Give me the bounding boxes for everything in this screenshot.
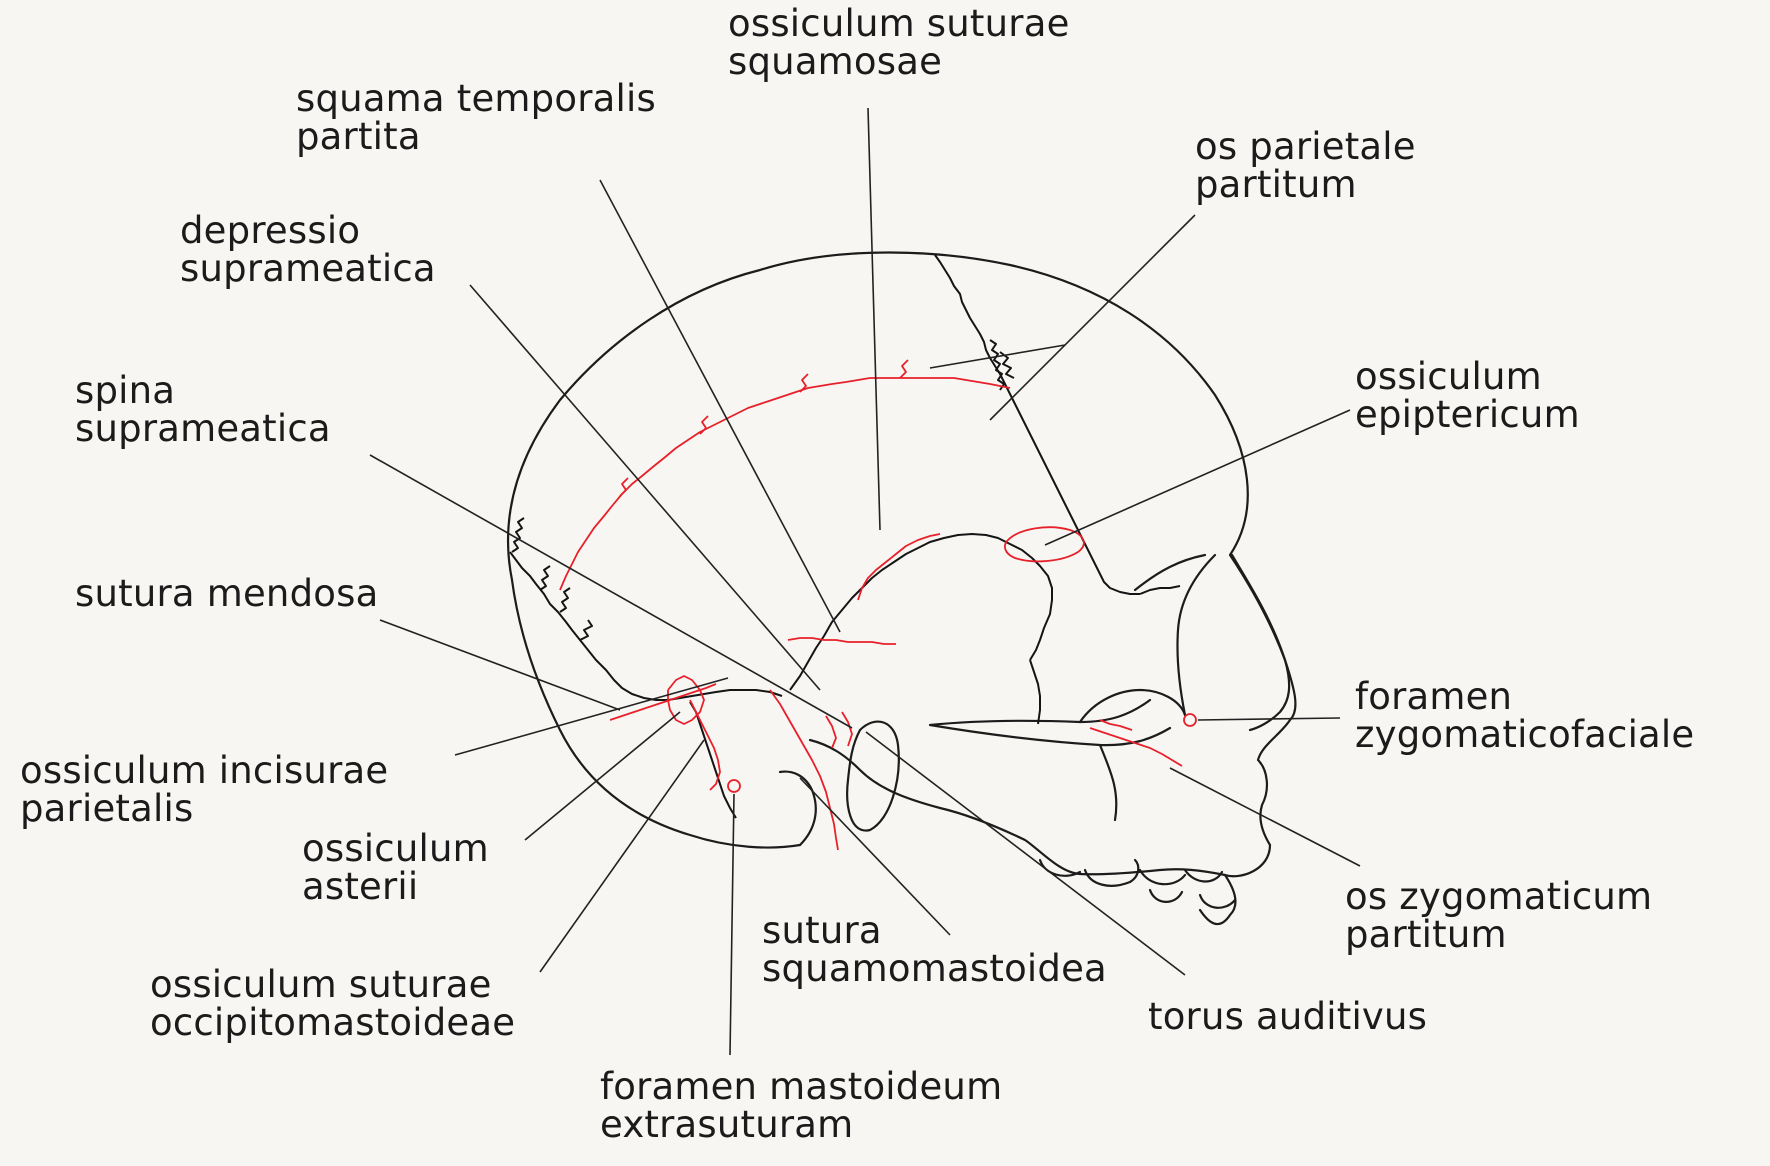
leader-ossiculum-asterii: [525, 712, 680, 840]
leader-spina-suprameatica: [370, 455, 852, 728]
label-sutura-squamomastoidea: sutura squamomastoidea: [762, 912, 1107, 988]
squama-partition-line: [788, 638, 896, 644]
leader-squama-temporalis-partita: [600, 180, 840, 632]
label-spina-suprameatica: spina suprameatica: [75, 372, 331, 448]
leader-foramen-mastoideum: [730, 794, 734, 1055]
label-sutura-mendosa: sutura mendosa: [75, 575, 378, 613]
coronal-suture: [935, 255, 1140, 594]
leader-ossiculum-incisurae-parietalis: [455, 678, 728, 755]
lambdoid-suture: [510, 552, 782, 700]
orbit-outline: [1177, 555, 1215, 715]
zygomatic-body-outline: [1080, 690, 1185, 820]
label-ossiculum-suturae-squamosae: ossiculum suturae squamosae: [728, 5, 1070, 81]
leader-sutura-mendosa: [380, 620, 620, 710]
label-foramen-zygomaticofaciale: foramen zygomaticofaciale: [1355, 678, 1694, 754]
label-ossiculum-incisurae-parietalis: ossiculum incisurae parietalis: [20, 752, 388, 828]
label-ossiculum-suturae-occipitomastoideae: ossiculum suturae occipitomastoideae: [150, 966, 515, 1042]
nasal-outline: [1232, 555, 1289, 730]
occipitomastoid-ossicle: [690, 700, 720, 790]
leader-ossiculum-suturae-occipitomastoideae: [540, 740, 704, 972]
frontal-process-outline: [1135, 555, 1205, 590]
torus-auditivus-mark: [842, 712, 852, 746]
zygomatic-arch-outline: [930, 700, 1170, 745]
leader-ossiculum-suturae-squamosae: [868, 108, 880, 530]
black-sutures: [510, 255, 1180, 818]
label-torus-auditivus: torus auditivus: [1148, 998, 1427, 1036]
label-ossiculum-asterii: ossiculum asterii: [302, 830, 489, 906]
zygomaticofacial-foramen-mark: [1184, 714, 1196, 726]
label-foramen-mastoideum-extrasuturam: foramen mastoideum extrasuturam: [600, 1068, 1002, 1144]
label-os-parietale-partitum: os parietale partitum: [1195, 128, 1416, 204]
leader-os-parietale-partitum: [990, 215, 1195, 420]
occipitomastoid-suture: [690, 702, 736, 818]
label-depressio-suprameatica: depressio suprameatica: [180, 212, 436, 288]
parietal-partition-line: [560, 378, 1010, 590]
teeth: [1040, 860, 1235, 908]
mastoid-outline: [780, 772, 816, 845]
leader-os-zygomaticum-partitum: [1170, 768, 1360, 866]
zygomatic-partition-mark: [1090, 728, 1182, 766]
label-squama-temporalis-partita: squama temporalis partita: [296, 80, 656, 156]
leader-ossiculum-epiptericum: [1045, 410, 1350, 545]
mastoid-foramen-mark: [728, 780, 740, 792]
maxilla-outline: [810, 740, 1235, 924]
label-os-zygomaticum-partitum: os zygomaticum partitum: [1345, 878, 1652, 954]
leader-foramen-zygomaticofaciale: [1198, 718, 1340, 720]
label-ossiculum-epiptericum: ossiculum epiptericum: [1355, 358, 1580, 434]
